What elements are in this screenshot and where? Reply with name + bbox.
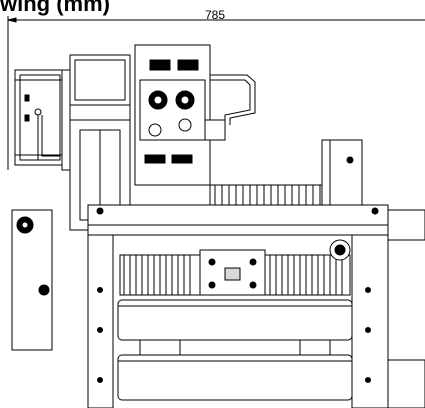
hydraulic-motor xyxy=(14,69,71,171)
overall-width-dimension-label: 785 xyxy=(204,8,226,22)
page-title: wing (mm) xyxy=(0,0,110,16)
frame-left-column xyxy=(87,234,114,408)
lower-roller xyxy=(117,354,353,401)
frame-right-column xyxy=(351,234,389,408)
left-side-plate xyxy=(11,209,53,351)
gearbox-housing xyxy=(69,54,131,231)
right-bracket xyxy=(387,209,425,408)
frame-top-bar xyxy=(87,204,389,236)
hydraulic-pipe xyxy=(37,74,256,161)
spur-gear xyxy=(329,239,351,261)
upper-roller xyxy=(117,299,353,341)
central-strut xyxy=(139,339,331,356)
control-valve-block xyxy=(134,44,226,186)
overall-width-dimension-line xyxy=(7,16,425,170)
cable-coil-section xyxy=(119,249,351,296)
